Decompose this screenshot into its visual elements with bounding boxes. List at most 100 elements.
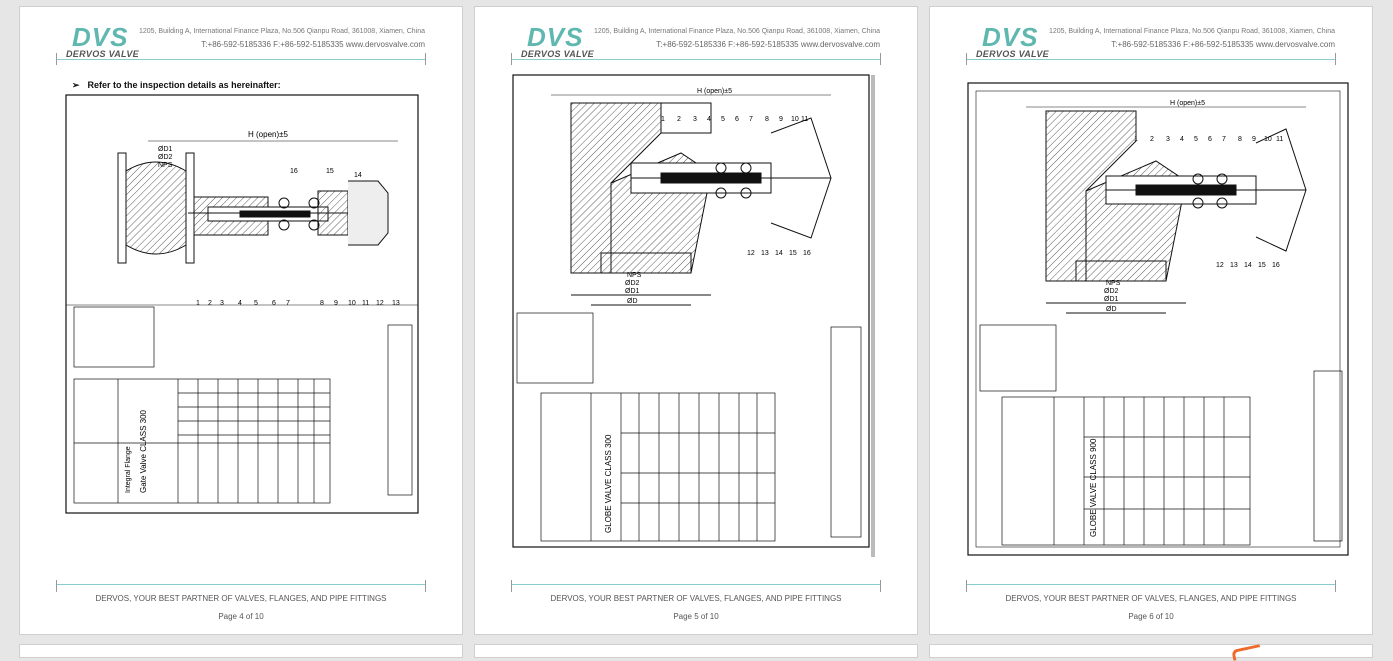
balloon-10: 10 [348,300,356,307]
next-page-stub [19,644,463,658]
balloon-9: 9 [334,300,338,307]
dim-nps: NPS [1106,280,1121,287]
document-page-4: DVS DERVOS VALVE 1205, Building A, Inter… [19,6,463,635]
balloon-7: 7 [1222,136,1226,143]
header-rule [56,59,426,60]
balloon-14: 14 [775,250,783,257]
balloon-4: 4 [238,300,242,307]
header-corner-left [56,53,57,65]
page-number: Page 6 of 10 [1128,612,1174,621]
footer-corner-left [966,580,967,592]
dim-nps: NPS [158,162,173,169]
header-corner-left [966,53,967,65]
footer-slogan: DERVOS, YOUR BEST PARTNER OF VALVES, FLA… [550,594,842,603]
header-corner-right [1335,53,1336,65]
footer-rule [511,584,881,585]
logo-mark: DVS [982,22,1039,52]
balloon-3: 3 [220,300,224,307]
footer-corner-right [880,580,881,592]
globe-valve-900-drawing: H (open)±5 NPS ØD2 ØD1 ØD 1 2 3 4 5 6 7 … [966,81,1352,559]
footer-rule [966,584,1336,585]
balloon-13: 13 [1230,262,1238,269]
table-rule-lines [178,379,330,503]
balloon-8: 8 [765,116,769,123]
balloon-7: 7 [286,300,290,307]
part-balloons: 1 2 3 4 5 6 7 8 9 10 11 12 13 14 15 16 [661,116,811,257]
logo-subtitle: DERVOS VALVE [521,49,594,59]
logo-subtitle: DERVOS VALVE [976,49,1049,59]
header-rule [966,59,1336,60]
balloon-10: 10 [791,116,799,123]
footer-slogan: DERVOS, YOUR BEST PARTNER OF VALVES, FLA… [95,594,387,603]
gate-valve-drawing: H (open)±5 ØD1 ØD2 NPS 1 2 3 4 5 6 7 8 9… [58,93,426,517]
gate-valve-drawing-svg: H (open)±5 ØD1 ØD2 NPS 1 2 3 4 5 6 7 8 9… [65,94,419,514]
note-text: Refer to the inspection details as herei… [87,80,281,90]
balloon-2: 2 [208,300,212,307]
next-page-stub [929,644,1373,658]
dim-d: ØD [627,298,638,305]
balloon-2: 2 [1150,136,1154,143]
balloon-1: 1 [661,116,665,123]
balloon-7: 7 [749,116,753,123]
dimension-h: H (open)±5 [1170,100,1205,107]
footer-corner-left [56,580,57,592]
next-page-stub [474,644,918,658]
dim-d2: ØD2 [625,280,640,287]
dim-d2: ØD2 [1104,288,1119,295]
balloon-9: 9 [779,116,783,123]
balloon-3: 3 [693,116,697,123]
part-balloons: 1 2 3 4 5 6 7 8 9 10 11 12 13 14 15 16 [1134,136,1283,269]
balloon-14: 14 [1244,262,1252,269]
balloon-12: 12 [376,300,384,307]
header-corner-left [511,53,512,65]
balloon-12: 12 [747,250,755,257]
balloon-9: 9 [1252,136,1256,143]
balloon-11: 11 [1276,136,1283,143]
company-contact: T:+86-592-5185336 F:+86-592-5185335 www.… [201,40,425,49]
balloon-14: 14 [354,172,362,179]
drawing-title: GLOBE VALVE CLASS 900 [1089,438,1098,537]
balloon-2: 2 [677,116,681,123]
balloon-16: 16 [290,168,298,175]
balloon-11: 11 [801,116,808,123]
balloon-1: 1 [1134,136,1138,143]
footer-rule [56,584,426,585]
document-page-5: DVS DERVOS VALVE 1205, Building A, Inter… [474,6,918,635]
drawing-subtitle: Integral Flange [125,446,132,493]
header-corner-right [425,53,426,65]
dim-d1: ØD1 [625,288,640,295]
globe-valve-300-drawing: H (open)±5 NPS ØD2 ØD1 ØD 1 2 3 4 5 6 7 … [511,73,877,557]
balloon-6: 6 [735,116,739,123]
balloon-8: 8 [320,300,324,307]
document-page-6: DVS DERVOS VALVE 1205, Building A, Inter… [929,6,1373,635]
header-rule [511,59,881,60]
dim-d2: ØD2 [158,154,173,161]
company-logo: DVS DERVOS VALVE [519,22,604,60]
page-number: Page 5 of 10 [673,612,719,621]
logo-mark: DVS [72,22,129,52]
balloon-16: 16 [803,250,811,257]
balloon-15: 15 [1258,262,1266,269]
footer-slogan: DERVOS, YOUR BEST PARTNER OF VALVES, FLA… [1005,594,1297,603]
part-balloons: 1 2 3 4 5 6 7 8 9 10 11 12 13 14 15 16 [196,168,400,307]
company-contact: T:+86-592-5185336 F:+86-592-5185335 www.… [656,40,880,49]
balloon-16: 16 [1272,262,1280,269]
company-address: 1205, Building A, International Finance … [1048,28,1335,35]
balloon-5: 5 [254,300,258,307]
logo-subtitle: DERVOS VALVE [66,49,139,59]
company-logo: DVS DERVOS VALVE [974,22,1059,60]
bullet-arrow-icon: ➢ [72,80,80,90]
dimension-h: H (open)±5 [248,130,289,139]
drawing-title: Gate Valve CLASS 300 [139,409,148,493]
balloon-12: 12 [1216,262,1224,269]
balloon-10: 10 [1264,136,1272,143]
page-number: Page 4 of 10 [218,612,264,621]
globe-valve-300-drawing-svg: H (open)±5 NPS ØD2 ØD1 ØD 1 2 3 4 5 6 7 … [512,74,875,557]
balloon-1: 1 [196,300,200,307]
balloon-11: 11 [362,300,369,307]
footer-corner-left [511,580,512,592]
dim-d1: ØD1 [1104,296,1119,303]
balloon-6: 6 [272,300,276,307]
company-address: 1205, Building A, International Finance … [138,28,425,35]
balloon-15: 15 [326,168,334,175]
